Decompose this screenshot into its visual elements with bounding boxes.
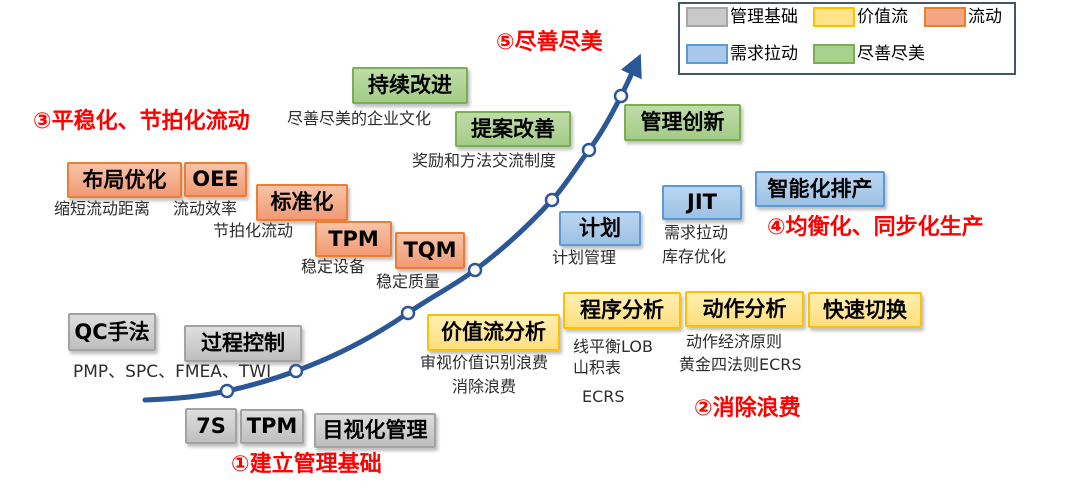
box-tpm-flow: TPM	[315, 221, 392, 257]
note-line-balance-lob: 线平衡LOB	[573, 337, 653, 356]
box-qc-methods: QC手法	[68, 313, 156, 351]
note-takt-flow: 节拍化流动	[213, 221, 294, 240]
box-visual-management: 目视化管理	[314, 413, 436, 448]
box-smart-scheduling: 智能化排产	[755, 171, 885, 207]
note-stable-equipment: 稳定设备	[301, 257, 366, 276]
note-shorten-flow-distance: 缩短流动距离	[54, 199, 151, 218]
stage-5-label: ⑤尽善尽美	[496, 30, 603, 55]
note-perfection-culture: 尽善尽美的企业文化	[287, 109, 432, 128]
note-motion-economy: 动作经济原则	[686, 332, 783, 351]
box-layout-optimization: 布局优化	[67, 162, 182, 198]
note-flow-efficiency: 流动效率	[173, 199, 238, 218]
note-golden-rules-ecrs: 黄金四法则ECRS	[679, 355, 802, 374]
box-oee: OEE	[184, 162, 247, 197]
pull-color-swatch	[686, 44, 728, 64]
box-process-analysis: 程序分析	[563, 292, 681, 329]
box-continuous-improvement: 持续改进	[352, 67, 468, 104]
box-7s: 7S	[185, 408, 237, 444]
perfection-color-swatch	[813, 44, 855, 64]
legend-item-foundation: 管理基础	[686, 7, 798, 27]
note-ecrs: ECRS	[582, 387, 625, 406]
stage-2-label: ②消除浪费	[694, 396, 801, 421]
legend-label-value-stream: 价值流	[857, 6, 908, 27]
curve-marker	[613, 88, 629, 104]
note-plan-management: 计划管理	[552, 248, 617, 267]
stage-4-label: ④均衡化、同步化生产	[767, 215, 984, 240]
curve-marker	[467, 262, 483, 278]
note-foundation-tools: PMP、SPC、FMEA、TWI	[73, 362, 272, 382]
note-stable-quality: 稳定质量	[376, 272, 441, 291]
legend-label-foundation: 管理基础	[730, 6, 798, 27]
box-proposal-improvement: 提案改善	[455, 111, 571, 147]
box-process-control: 过程控制	[184, 325, 302, 362]
note-eliminate-waste: 消除浪费	[452, 377, 517, 396]
box-value-stream-analysis: 价值流分析	[427, 314, 560, 351]
legend-item-value-stream: 价值流	[813, 7, 908, 27]
curve-marker	[400, 305, 416, 321]
box-jit: JIT	[662, 185, 742, 220]
note-inventory-optimization: 库存优化	[662, 247, 727, 266]
stage-3-label: ③平稳化、节拍化流动	[33, 109, 250, 134]
curve-marker	[581, 142, 597, 158]
box-management-innovation: 管理创新	[624, 104, 741, 141]
legend-label-pull: 需求拉动	[730, 43, 798, 64]
curve-marker	[544, 192, 560, 208]
foundation-color-swatch	[686, 7, 728, 27]
box-standardization: 标准化	[256, 184, 348, 221]
note-identify-waste: 审视价值识别浪费	[420, 353, 549, 372]
stage-1-label: ①建立管理基础	[231, 452, 382, 477]
legend-item-perfection: 尽善尽美	[813, 44, 925, 64]
value-stream-color-swatch	[813, 7, 855, 27]
legend-item-pull: 需求拉动	[686, 44, 798, 64]
legend-item-flow: 流动	[924, 7, 1002, 27]
box-plan: 计划	[559, 211, 641, 246]
legend-label-flow: 流动	[968, 6, 1002, 27]
box-tpm-foundation: TPM	[240, 409, 304, 444]
box-quick-changeover: 快速切换	[808, 292, 922, 328]
note-demand-pull: 需求拉动	[664, 223, 729, 242]
legend: 管理基础 价值流 流动 需求拉动 尽善尽美	[678, 2, 1016, 75]
flow-color-swatch	[924, 7, 966, 27]
legend-label-perfection: 尽善尽美	[857, 43, 925, 64]
box-motion-analysis: 动作分析	[685, 291, 804, 327]
box-tqm: TQM	[395, 232, 465, 269]
note-reward-exchange-system: 奖励和方法交流制度	[412, 151, 557, 170]
curve-marker	[219, 383, 235, 399]
note-yamazumi-chart: 山积表	[573, 358, 622, 377]
curve-marker	[288, 363, 304, 379]
